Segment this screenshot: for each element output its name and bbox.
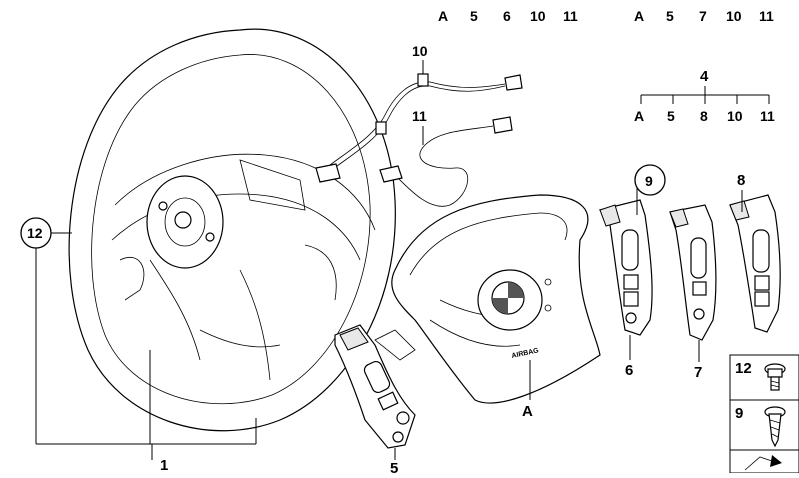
kit-4-item: 5	[667, 108, 675, 124]
arrow-icon	[744, 455, 782, 471]
mf-switch-8-illustration	[729, 194, 781, 333]
callout-A: A	[522, 360, 533, 420]
kit-item: A	[438, 8, 448, 24]
svg-text:12: 12	[27, 225, 43, 241]
callout-9: 9	[634, 164, 666, 215]
kit-item: 10	[726, 8, 742, 24]
callout-8: 8	[737, 172, 745, 212]
kit-item: 5	[470, 8, 478, 24]
kit-4-item: 8	[700, 108, 708, 124]
kit-item: 10	[530, 8, 546, 24]
svg-text:8: 8	[737, 172, 745, 189]
bolt-icon	[764, 363, 786, 391]
kit-item: A	[634, 8, 644, 24]
svg-text:9: 9	[645, 173, 653, 189]
callout-6: 6	[625, 335, 633, 379]
kit-4-item: 10	[727, 108, 743, 124]
cable-11: 11	[379, 108, 513, 207]
callout-5: 5	[390, 448, 398, 477]
callout-10: 10	[412, 43, 428, 59]
callout-1: 1	[160, 457, 168, 473]
svg-text:7: 7	[694, 364, 702, 381]
callout-7: 7	[694, 340, 702, 381]
hardware-box: 12 9	[729, 354, 799, 474]
callout-1-bracket: 1	[35, 248, 257, 474]
kit-4-tree: 4 A 5 8 10 11	[634, 68, 775, 124]
mf-switch-5-illustration	[334, 324, 416, 449]
kit-4-number: 4	[700, 68, 709, 85]
svg-text:A: A	[522, 403, 533, 420]
kit-4-item: A	[634, 108, 644, 124]
kit-list-top-right: A 5 7 10 11	[634, 8, 774, 24]
kit-item: 7	[699, 8, 707, 24]
kit-4-item: 11	[760, 108, 775, 124]
kit-list-top-left: A 5 6 10 11	[438, 8, 578, 24]
kit-item: 6	[503, 8, 511, 24]
airbag-module-illustration: AIRBAG	[374, 194, 601, 404]
screw-icon	[764, 406, 786, 448]
kit-item: 11	[759, 8, 774, 24]
svg-text:6: 6	[625, 362, 633, 379]
svg-text:5: 5	[390, 460, 398, 473]
mf-switch-7-illustration	[669, 204, 717, 341]
steering-wheel-illustration	[68, 28, 396, 432]
kit-item: 5	[666, 8, 674, 24]
mf-switch-6-illustration	[599, 199, 653, 336]
callout-12: 12	[20, 217, 72, 249]
cable-10: 10	[315, 43, 523, 183]
hardware-12-label: 12	[735, 360, 752, 377]
callout-11: 11	[412, 108, 427, 124]
kit-item: 11	[563, 8, 578, 24]
hardware-9-label: 9	[735, 405, 743, 422]
